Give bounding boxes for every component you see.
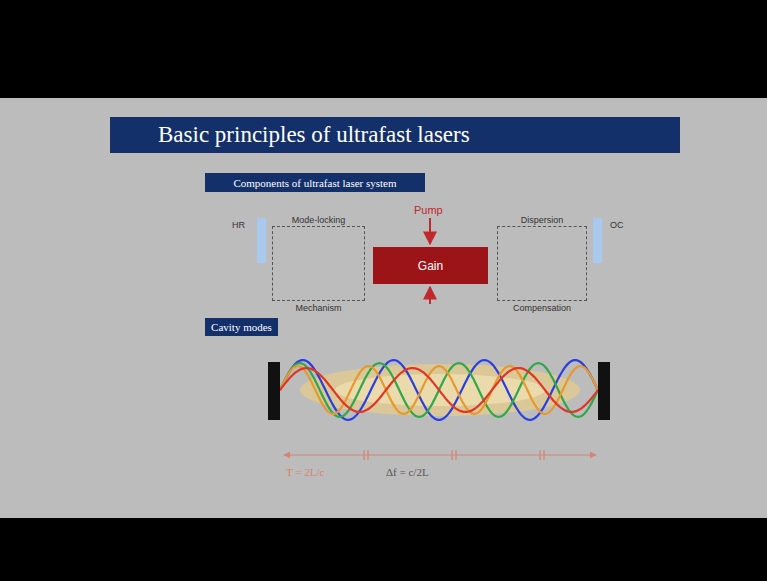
node-text: Gain	[418, 259, 443, 273]
dispersion-box: DispersionCompensation	[497, 226, 587, 301]
slide-ground	[0, 98, 767, 518]
cavity-mode-wave	[280, 363, 598, 417]
subheading-band: Cavity modes	[205, 318, 278, 336]
pump-arrow	[429, 287, 431, 304]
node-caption: Mechanism	[295, 303, 341, 313]
cavity-mode-wave	[280, 366, 598, 414]
slide-title: Basic principles of ultrafast lasers	[158, 122, 470, 148]
gain-box: Gain	[373, 247, 488, 284]
pump-arrow	[429, 218, 431, 244]
cavity-mode-wave	[280, 368, 598, 412]
node-caption: OC	[610, 220, 624, 230]
node-text: Cavity modes	[211, 321, 272, 333]
round-trip-formula: T = 2L/c	[286, 466, 324, 478]
node-caption: Dispersion	[521, 215, 564, 225]
mode-locking-box: Mode-lockingMechanism	[272, 226, 365, 301]
cavity-illustration	[268, 360, 610, 460]
cavity-mirror	[598, 362, 610, 420]
dimension-ticks	[364, 450, 544, 460]
node-text: Components of ultrafast laser system	[233, 177, 396, 189]
node-caption: Mode-locking	[292, 215, 346, 225]
dimension-line	[284, 454, 596, 455]
node-caption: Compensation	[513, 303, 571, 313]
cavity-mode-wave	[280, 360, 598, 420]
cavity-mirror	[268, 362, 280, 420]
title-band	[110, 117, 680, 153]
hr-mirror: HR	[257, 218, 266, 263]
oc-mirror: OC	[593, 218, 602, 263]
pump-label: Pump	[414, 204, 443, 216]
subheading-band: Components of ultrafast laser system	[205, 173, 425, 192]
node-caption: HR	[232, 220, 245, 230]
mode-spacing-formula: Δf = c/2L	[386, 466, 429, 478]
